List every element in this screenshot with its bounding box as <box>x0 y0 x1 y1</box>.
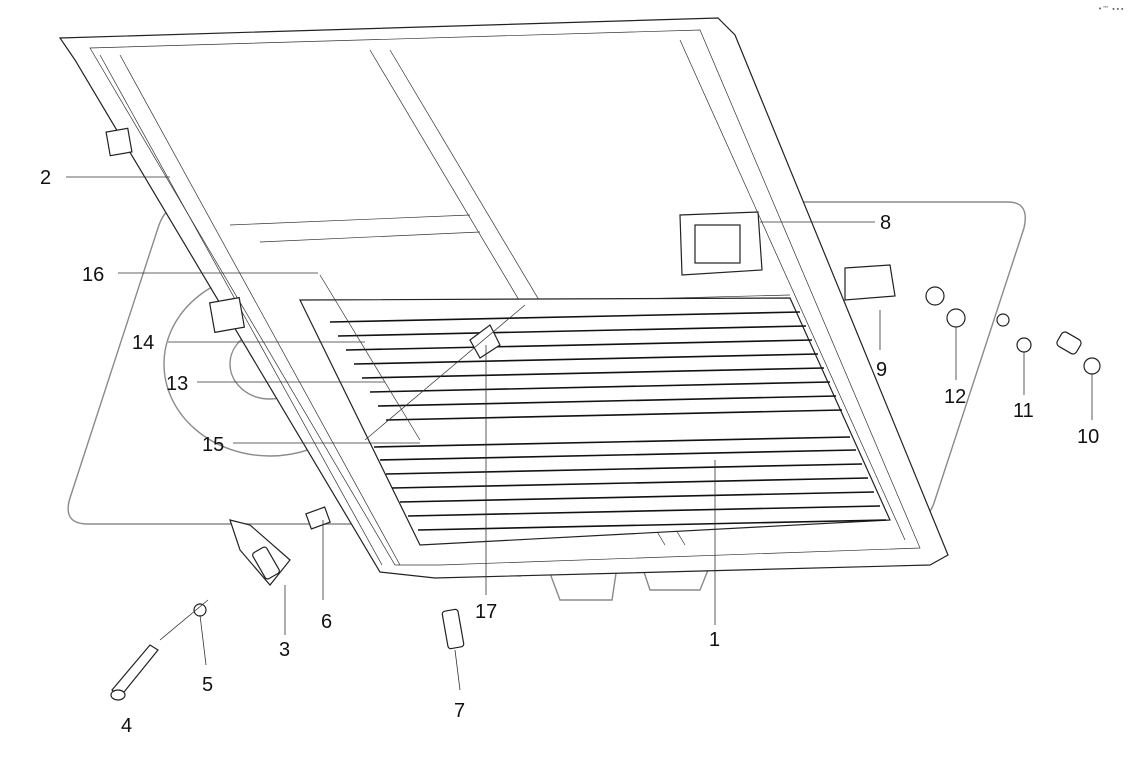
callout-10: 10 <box>1077 426 1099 448</box>
callout-12: 12 <box>944 386 966 408</box>
callout-7: 7 <box>454 700 465 722</box>
callout-13: 13 <box>166 373 188 395</box>
callout-1: 1 <box>709 629 720 651</box>
callout-17: 17 <box>475 601 497 623</box>
leader-lines <box>66 176 1093 691</box>
callout-14: 14 <box>132 332 154 354</box>
callout-16: 16 <box>82 264 104 286</box>
callout-3: 3 <box>279 639 290 661</box>
corner-mark: •™ ∙∙∙ <box>1098 5 1125 13</box>
hardware-parts <box>110 211 1101 701</box>
callout-15: 15 <box>202 434 224 456</box>
callout-6: 6 <box>321 611 332 633</box>
callout-labels: 2 16 14 13 15 3 6 5 4 7 17 1 8 9 12 11 1… <box>40 5 1125 737</box>
callout-4: 4 <box>121 715 132 737</box>
callout-2: 2 <box>40 167 51 189</box>
window-glass <box>299 297 891 546</box>
callout-5: 5 <box>202 674 213 696</box>
callout-9: 9 <box>876 359 887 381</box>
callout-11: 11 <box>1013 400 1034 422</box>
callout-8: 8 <box>880 212 891 234</box>
